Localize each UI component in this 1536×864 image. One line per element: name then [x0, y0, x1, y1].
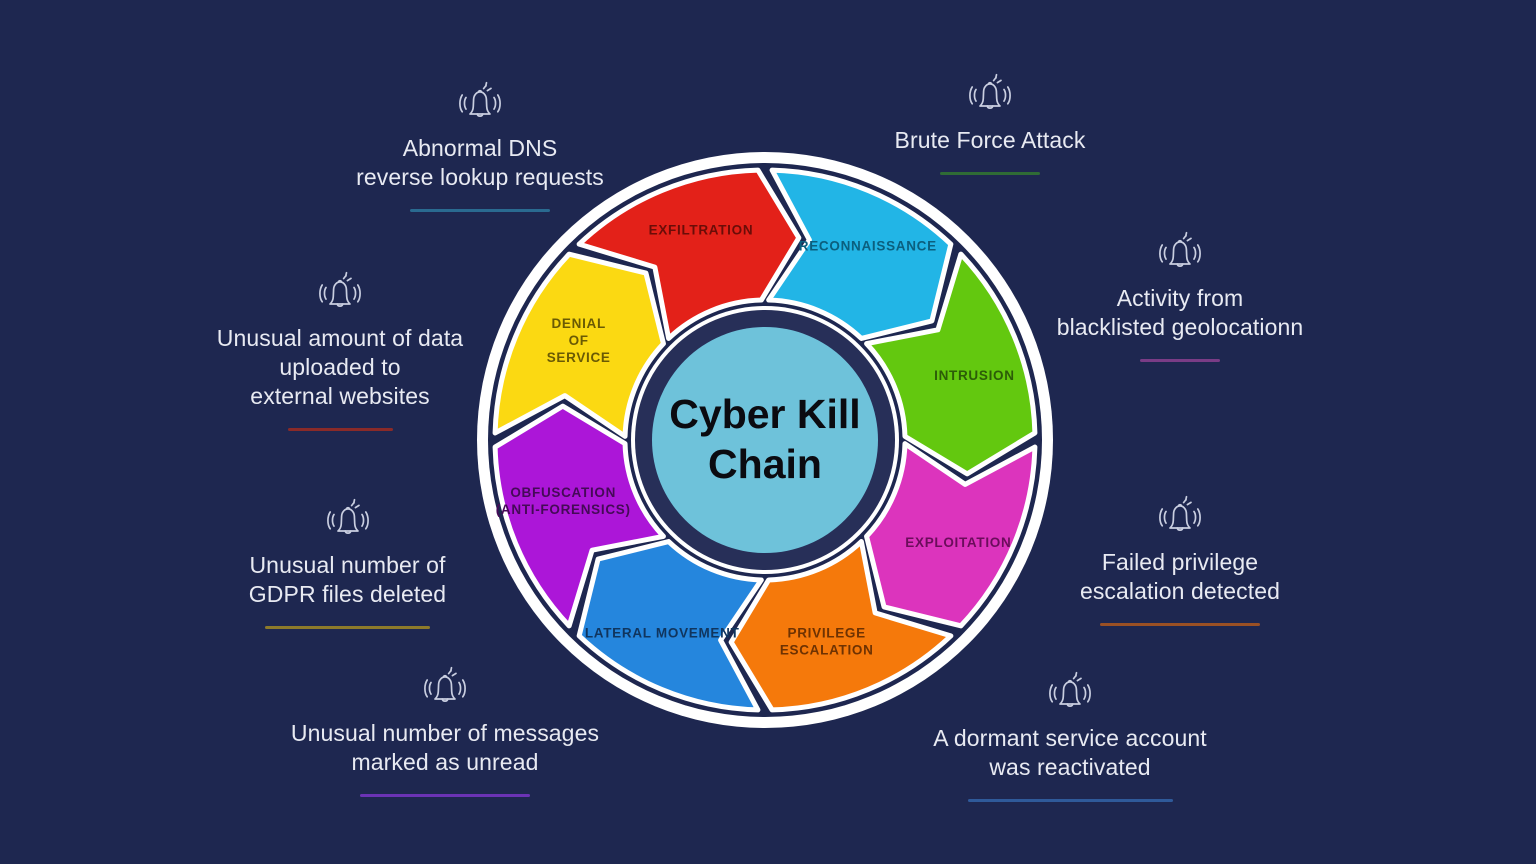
callout-unusual-data-upload: Unusual amount of data uploaded to exter…	[170, 268, 510, 431]
segment-label-exfiltration: EXFILTRATION	[649, 222, 754, 237]
callout-label: Unusual number of messages marked as unr…	[290, 720, 600, 775]
segment-label-reconnaissance: RECONNAISSANCE	[799, 238, 937, 253]
hub-fill	[652, 327, 878, 553]
callout-brute-force-attack: Brute Force Attack	[845, 70, 1135, 175]
wheel-segment-denial-of-service[interactable]	[492, 251, 666, 439]
callout-failed-privilege-escalation: Failed privilege escalation detected	[1030, 492, 1330, 626]
wheel-segment-reconnaissance[interactable]	[766, 167, 954, 341]
kill-chain-wheel: RECONNAISSANCE INTRUSION EXPLOITATION PRIVI…	[470, 145, 1060, 735]
callout-rule	[940, 172, 1040, 175]
callout-label: Failed privilege escalation detected	[1079, 549, 1281, 604]
alert-bell-icon	[1049, 671, 1091, 707]
callout-label: Abnormal DNS reverse lookup requests	[356, 135, 604, 190]
callout-gdpr-files-deleted: Unusual number of GDPR files deleted	[195, 495, 500, 629]
alert-bell-icon	[1159, 231, 1201, 267]
callout-label: Unusual number of GDPR files deleted	[248, 552, 447, 607]
wheel-segment-privilege-escalation[interactable]	[728, 539, 954, 713]
callout-rule	[967, 799, 1173, 802]
alert-bell-icon	[319, 271, 361, 307]
callout-label: Activity from blacklisted geolocationn	[1056, 285, 1304, 340]
wheel-segment-obfuscation[interactable]	[492, 403, 666, 629]
callout-rule	[1140, 359, 1220, 362]
wheel-segment-exfiltration[interactable]	[576, 167, 802, 341]
callout-rule	[287, 428, 393, 431]
segment-label-exploitation: EXPLOITATION	[905, 534, 1011, 549]
callout-label: A dormant service account was reactivate…	[933, 725, 1207, 780]
alert-bell-icon	[459, 81, 501, 117]
callout-rule	[360, 794, 530, 797]
callout-rule	[410, 209, 550, 212]
segment-label-intrusion: INTRUSION	[934, 368, 1015, 383]
callout-rule	[265, 626, 430, 629]
alert-bell-icon	[969, 73, 1011, 109]
wheel-segment-lateral-movement[interactable]	[576, 539, 764, 713]
wheel-segment-intrusion[interactable]	[864, 251, 1038, 477]
callout-messages-marked-unread: Unusual number of messages marked as unr…	[270, 663, 620, 797]
alert-bell-icon	[326, 498, 369, 534]
alert-bell-icon	[424, 666, 466, 702]
callout-rule	[1100, 623, 1260, 626]
wheel-segment-exploitation[interactable]	[864, 441, 1038, 629]
callout-blacklisted-geolocation: Activity from blacklisted geolocationn	[1025, 228, 1335, 362]
callout-dormant-account-reactivated: A dormant service account was reactivate…	[900, 668, 1240, 802]
hub-title-line2: Chain	[708, 441, 822, 487]
alert-bell-icon	[1159, 495, 1201, 531]
hub-title-line1: Cyber Kill	[669, 391, 860, 437]
callout-label: Brute Force Attack	[894, 127, 1086, 153]
callout-label: Unusual amount of data uploaded to exter…	[216, 325, 464, 409]
segment-label-lateral-movement: LATERAL MOVEMENT	[585, 625, 740, 640]
segment-label-obfuscation: OBFUSCATION(ANTI-FORENSICS)	[496, 485, 631, 517]
callout-abnormal-dns: Abnormal DNS reverse lookup requests	[300, 78, 660, 212]
